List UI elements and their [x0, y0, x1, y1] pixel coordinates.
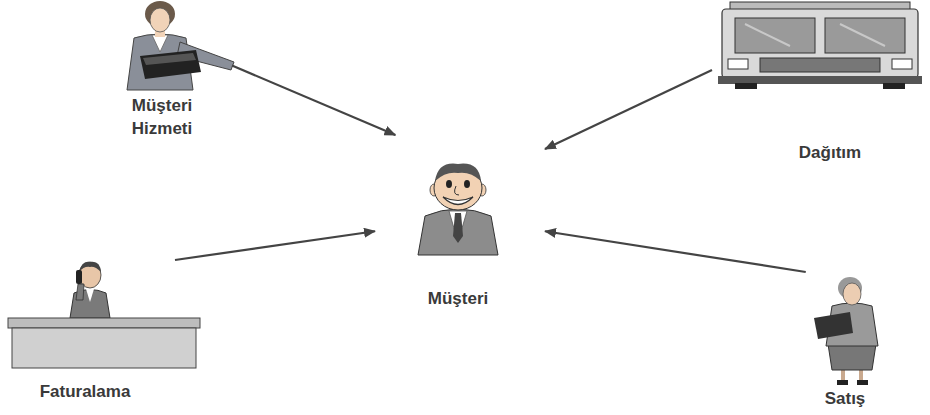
- suit: [418, 209, 498, 255]
- wheel: [735, 83, 757, 89]
- figure-node: Satış: [800, 272, 915, 410]
- folder: [814, 312, 853, 339]
- desk-top: [8, 318, 200, 328]
- hair: [435, 164, 481, 181]
- glass-glare: [745, 24, 885, 46]
- blouse: [152, 35, 168, 52]
- skirt: [828, 344, 876, 370]
- delivery-truck: [718, 2, 922, 89]
- face: [150, 8, 170, 32]
- headlight: [892, 59, 912, 69]
- windshield-left: [735, 18, 815, 53]
- figure-node: Faturalama: [5, 260, 205, 403]
- bumper: [718, 76, 922, 84]
- man-body: [70, 290, 110, 319]
- service-woman-figure: [127, 1, 234, 90]
- shirt: [86, 289, 94, 302]
- truck-body: [722, 9, 918, 78]
- shirt: [449, 211, 467, 242]
- phone: [76, 270, 82, 284]
- face: [843, 283, 861, 305]
- tie: [453, 213, 463, 243]
- nose: [455, 186, 459, 195]
- smile: [443, 197, 473, 205]
- folder-edge: [143, 53, 196, 65]
- eye: [464, 180, 470, 188]
- customer-figure: [418, 164, 498, 255]
- figure-node: Dağıtım: [712, 2, 924, 164]
- label-group: Satış: [825, 387, 866, 410]
- figure-node: Müşteri: [375, 135, 545, 310]
- folder: [140, 50, 201, 79]
- connector-arrow: [175, 231, 375, 260]
- sales-woman-figure: [814, 277, 878, 385]
- label-group: Dağıtım: [799, 141, 861, 164]
- connector-arrow: [545, 70, 712, 149]
- wheel: [883, 83, 905, 89]
- desk-front: [12, 328, 196, 368]
- headlight: [728, 59, 748, 69]
- figure-caption: Müşteri Hizmeti: [112, 94, 212, 140]
- label-group: Müşteri: [428, 287, 488, 310]
- figure-caption: Faturalama: [40, 380, 131, 403]
- shoe: [857, 380, 868, 385]
- figure-caption: Müşteri: [428, 287, 488, 310]
- label-group: Faturalama: [40, 380, 131, 403]
- billing-desk-figure: [8, 262, 200, 368]
- arm: [76, 284, 84, 300]
- figure-caption: Dağıtım: [799, 141, 861, 164]
- connector-arrow: [232, 65, 395, 135]
- eye: [446, 180, 452, 188]
- figure-node: Müşteri Hizmeti: [92, 2, 232, 140]
- figure-caption: Satış: [825, 387, 866, 410]
- label-group: Müşteri Hizmeti: [112, 94, 212, 140]
- grille: [760, 58, 880, 72]
- connector-arrow: [545, 231, 806, 272]
- hair: [79, 262, 101, 272]
- shoe: [837, 380, 848, 385]
